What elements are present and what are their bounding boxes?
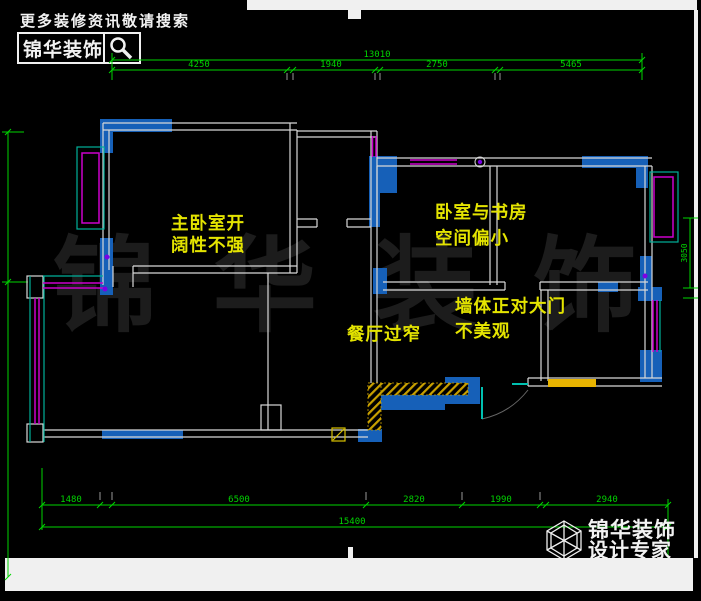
plan-symbols: [102, 156, 648, 442]
entry-door-leaf: [481, 383, 528, 419]
windows-group: [29, 136, 679, 442]
window-magenta-lines: [34, 136, 674, 424]
dim-bottom-seg: 6500: [228, 495, 250, 505]
dim-bottom-seg: 2940: [596, 495, 618, 505]
footer-logo: 锦华装饰 设计专家: [546, 518, 676, 562]
dim-right-seg: 3050: [680, 243, 689, 262]
annotation-wall-entry: 墙体正对大门: [455, 296, 566, 317]
window-teal-lines: [29, 146, 679, 442]
hatched-wall: [367, 382, 469, 431]
walls-group: [26, 122, 662, 443]
dim-bottom-seg: 2820: [403, 495, 425, 505]
ceiling-light-symbol: [474, 156, 486, 168]
left-dimension: [2, 128, 28, 581]
promo-tagline: 更多装修资讯敬请搜索: [20, 12, 190, 30]
magnifier-icon: [110, 37, 133, 60]
right-dimension: 3050: [680, 217, 698, 299]
promo-header: 更多装修资讯敬请搜索 锦华装饰: [17, 12, 190, 64]
dim-top-seg: 5465: [560, 60, 582, 70]
cube-logo-icon: [546, 520, 582, 561]
frame-strips: [5, 0, 698, 591]
drain-marker: [331, 427, 346, 442]
entry-door-arc: [481, 389, 529, 420]
dim-top-total: 13010: [363, 50, 390, 60]
electrical-dots: [102, 159, 648, 292]
annotation-wall-entry: 不美观: [455, 321, 511, 342]
dim-top-seg: 4250: [188, 60, 210, 70]
threshold-marker: [548, 379, 596, 387]
annotation-bedroom-study: 空间偏小: [435, 228, 509, 249]
blue-wall-segments: [100, 119, 662, 442]
footer-subtitle: 设计专家: [588, 538, 672, 562]
dim-top-seg: 2750: [426, 60, 448, 70]
bottom-dimensions: 1480 6500 2820 1990 2940 15400: [38, 468, 672, 558]
annotation-bedroom-study: 卧室与书房: [435, 202, 528, 223]
brand-box: [17, 32, 141, 64]
dim-top-seg: 1940: [320, 60, 342, 70]
annotation-master-bedroom: 阔性不强: [171, 235, 245, 256]
dim-bottom-total: 15400: [338, 517, 365, 527]
top-dimensions: 13010 4250 1940 2750 5465: [108, 50, 646, 80]
dim-bottom-seg: 1480: [60, 495, 82, 505]
brand-name: 锦华装饰: [23, 38, 103, 61]
annotations-group: 主卧室开 阔性不强 卧室与书房 空间偏小 墙体正对大门 不美观 餐厅过窄: [171, 202, 566, 345]
annotation-master-bedroom: 主卧室开: [171, 213, 245, 234]
annotation-dining: 餐厅过窄: [347, 324, 421, 345]
dim-bottom-seg: 1990: [490, 495, 512, 505]
footer-brand: 锦华装饰: [588, 518, 676, 542]
